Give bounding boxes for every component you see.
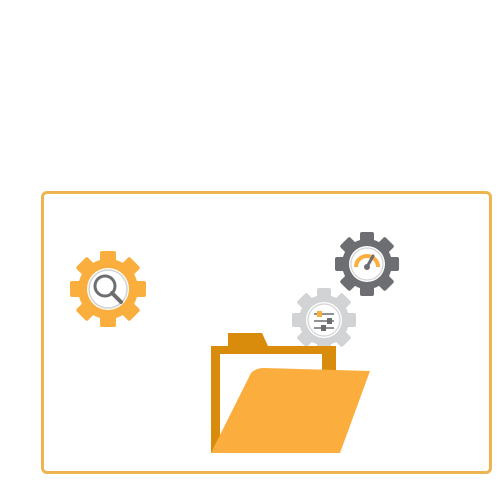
- speedometer-gear-icon: [335, 232, 399, 296]
- search-gear-icon: [70, 251, 146, 327]
- open-folder-icon: [211, 333, 370, 453]
- settings-sliders-gear-icon: [292, 288, 356, 352]
